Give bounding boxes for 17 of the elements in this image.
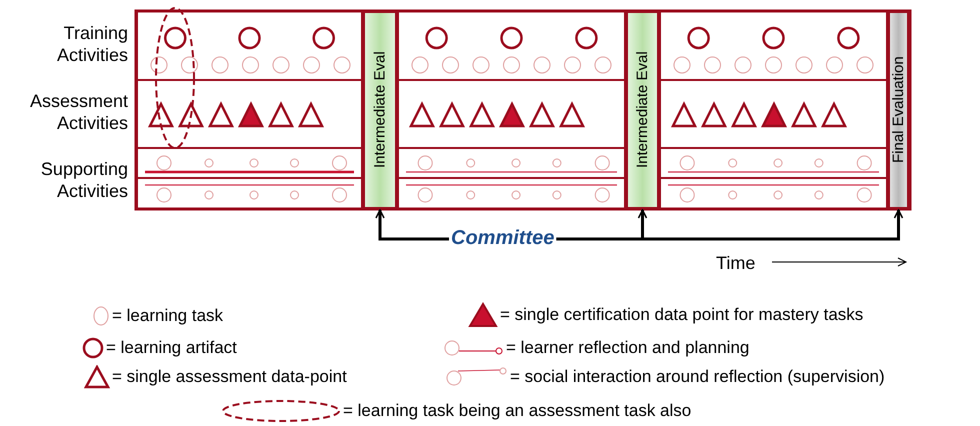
row-label: Assessment Activities bbox=[28, 90, 128, 134]
arrow bbox=[556, 209, 904, 240]
legend-text: = learning task being an assessment task also bbox=[343, 400, 692, 422]
row-label: Training Activities bbox=[56, 22, 128, 66]
committee-label: Committee bbox=[451, 226, 554, 250]
legend-text: = learner reflection and planning bbox=[506, 337, 750, 359]
evaluation-band: Intermediate Eval bbox=[362, 10, 398, 210]
legend-text: = single assessment data-point bbox=[112, 366, 347, 388]
legend-text: = single certification data point for mastery tasks bbox=[500, 304, 864, 326]
legend-text: = social interaction around reflection (supervision) bbox=[510, 366, 885, 388]
evaluation-band: Intermediate Eval bbox=[625, 10, 660, 210]
legend-text: = learning task bbox=[112, 305, 224, 327]
arrow bbox=[375, 209, 449, 240]
row-label: Supporting Activities bbox=[40, 158, 128, 202]
axis-label: Time bbox=[716, 253, 756, 274]
legend-text: = learning artifact bbox=[106, 337, 237, 359]
evaluation-band: Final Evaluation bbox=[887, 10, 910, 210]
